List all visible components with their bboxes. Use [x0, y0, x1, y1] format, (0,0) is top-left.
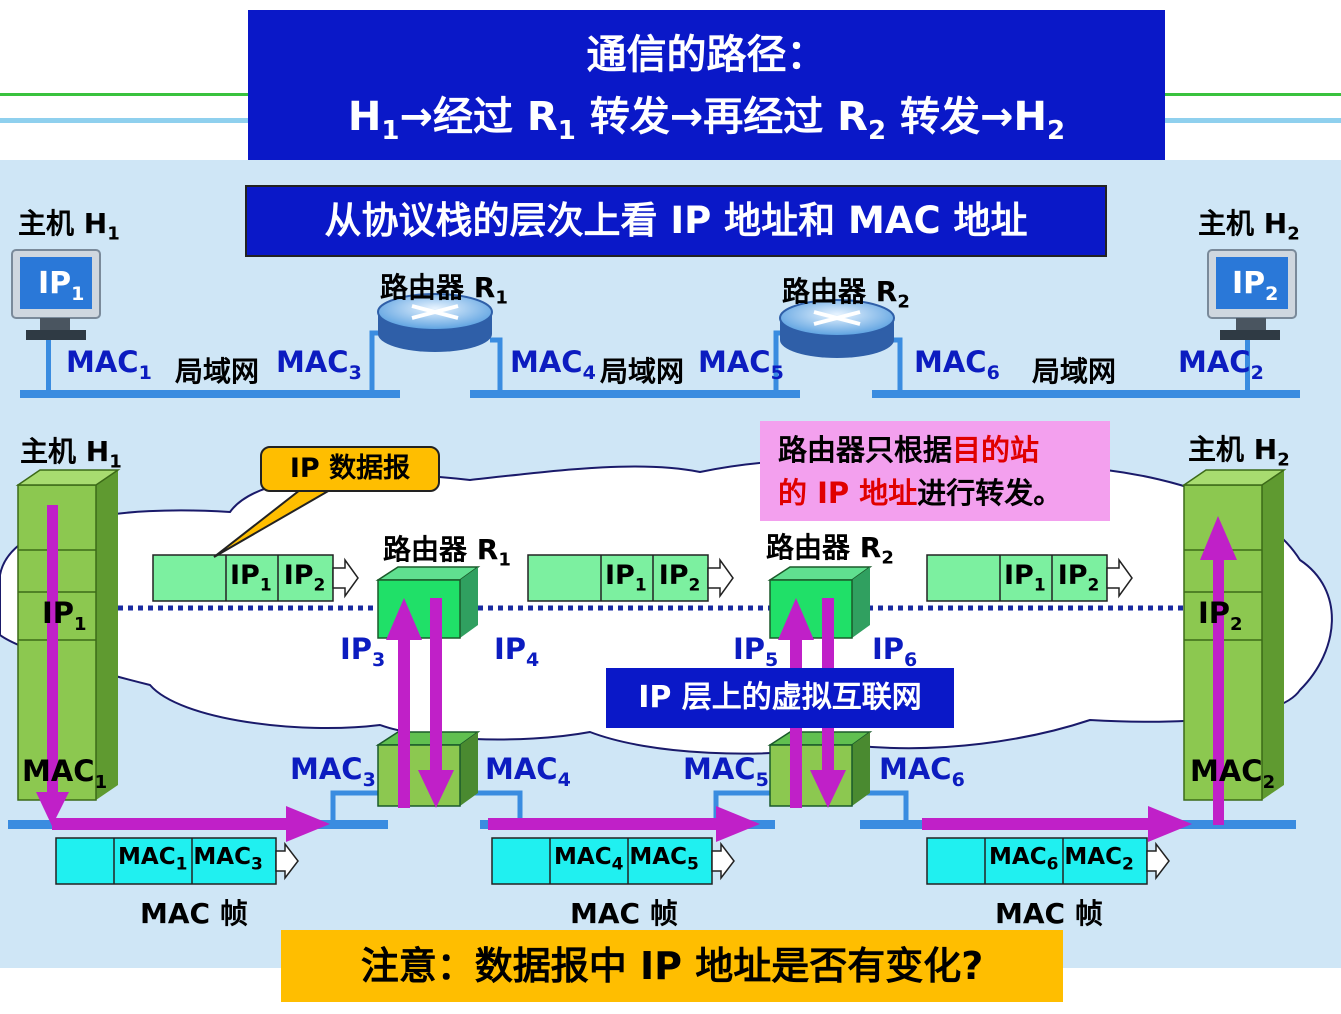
lan-segment-1: [20, 390, 400, 398]
top-lan-label-3: 局域网: [1032, 355, 1117, 388]
top-router2-icon: [779, 299, 895, 358]
mac-frame-caption-1: MAC 帧: [140, 897, 248, 930]
top-host1-computer-icon: [11, 249, 101, 340]
title-sub: 1: [381, 116, 400, 146]
top-host1-ip: IP1: [38, 266, 85, 305]
host1-ip-layer-label: IP1: [42, 596, 87, 635]
bottom-mac4-label: MAC4: [485, 752, 571, 791]
title-part: 转发→H: [886, 94, 1047, 140]
lan-segment-2: [470, 390, 800, 398]
host1-mac-layer-label: MAC1: [22, 754, 108, 793]
bottom-router2-label: 路由器 R2: [766, 531, 894, 569]
title-sub: 1: [557, 116, 576, 146]
subtitle: 从协议栈的层次上看 IP 地址和 MAC 地址: [245, 185, 1107, 257]
bottom-mac5-label: MAC5: [683, 752, 769, 791]
mac-frame-caption-2: MAC 帧: [570, 897, 678, 930]
page-title: 通信的路径： H1→经过 R1 转发→再经过 R2 转发→H2: [248, 10, 1165, 160]
bottom-mac6-label: MAC6: [879, 752, 965, 791]
router-forwarding-note: 路由器只根据目的站 的 IP 地址进行转发。: [760, 421, 1110, 521]
virtual-internet-cloud-icon: [0, 457, 1333, 755]
top-lan-label-2: 局域网: [600, 355, 685, 388]
top-host2-label: 主机 H2: [1198, 207, 1300, 245]
title-part: 转发→再经过 R: [575, 94, 868, 140]
ip-datagram-callout: IP 数据报: [260, 446, 440, 492]
lan-segment-3: [872, 390, 1300, 398]
mac-frame-shapes: [55, 837, 1170, 885]
top-mac6: MAC6: [914, 345, 1000, 384]
top-router1-icon: [377, 293, 493, 352]
bottom-host1-label: 主机 H1: [20, 435, 122, 473]
host2-ip-layer-label: IP2: [1198, 596, 1243, 635]
datagram-shapes: [152, 554, 1133, 602]
top-mac3: MAC3: [276, 345, 362, 384]
top-router1-label: 路由器 R1: [380, 271, 508, 309]
title-line1: 通信的路径：: [586, 32, 827, 78]
top-mac2: MAC2: [1178, 345, 1264, 384]
bottom-host2-label: 主机 H2: [1188, 433, 1290, 471]
top-mac4: MAC4: [510, 345, 596, 384]
attention-question: 注意：数据报中 IP 地址是否有变化?: [281, 930, 1063, 1002]
title-sub: 2: [867, 116, 887, 146]
host2-mac-layer-label: MAC2: [1190, 754, 1276, 793]
top-lan-label-1: 局域网: [175, 355, 260, 388]
host1-protocol-stack: [15, 469, 121, 801]
ip6-label: IP6: [872, 632, 918, 671]
bottom-mac3-label: MAC3: [290, 752, 376, 791]
title-line2: H1→经过 R1 转发→再经过 R2 转发→H2: [248, 86, 1165, 162]
top-router2-label: 路由器 R2: [782, 275, 910, 313]
top-mac1: MAC1: [66, 345, 152, 384]
host2-protocol-stack: [1181, 469, 1287, 801]
bottom-router1-label: 路由器 R1: [383, 533, 511, 571]
title-sub: 2: [1047, 116, 1066, 146]
top-host1-label: 主机 H1: [18, 207, 120, 245]
mac-frame-caption-3: MAC 帧: [995, 897, 1103, 930]
top-mac5: MAC5: [698, 345, 784, 384]
top-host2-ip: IP2: [1232, 266, 1279, 305]
ip5-label: IP5: [733, 632, 779, 671]
title-part: →经过 R: [399, 94, 558, 140]
ip4-label: IP4: [494, 632, 540, 671]
title-part: H: [347, 94, 382, 140]
virtual-internet-label: IP 层上的虚拟互联网: [606, 668, 954, 728]
router1-stack: [375, 566, 481, 807]
top-host2-computer-icon: [1207, 249, 1297, 340]
ip3-label: IP3: [340, 632, 386, 671]
